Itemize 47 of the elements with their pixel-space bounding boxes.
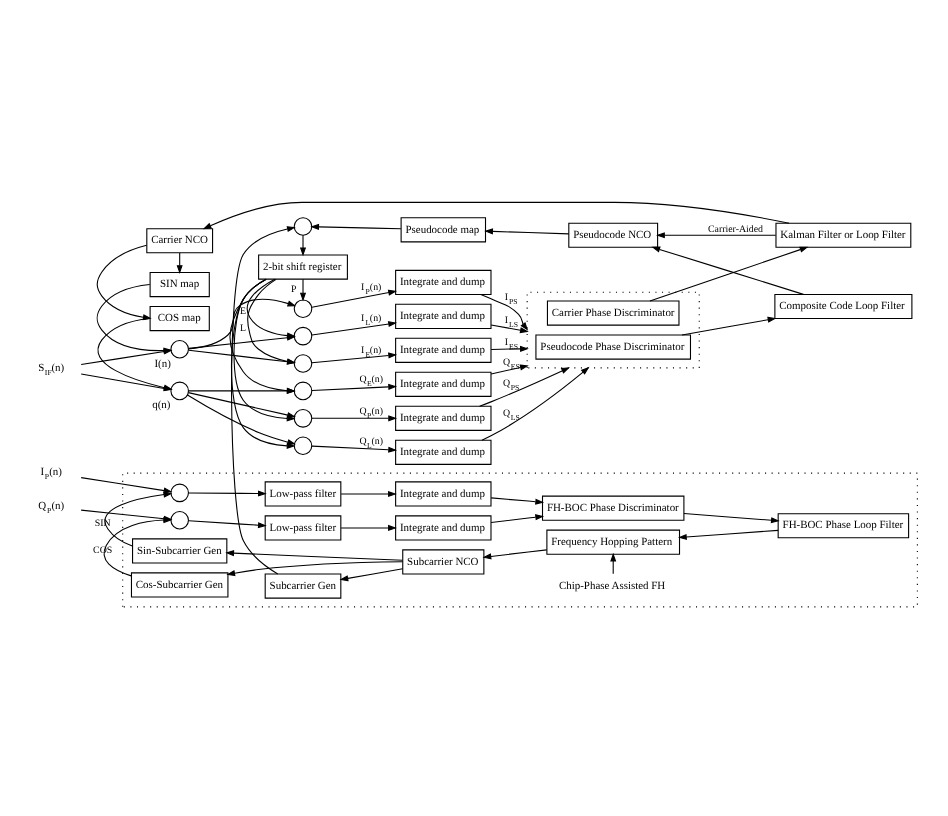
arrow <box>490 496 545 504</box>
arrow <box>340 523 397 530</box>
arrow <box>340 489 397 497</box>
arrow <box>482 548 548 559</box>
arrow <box>479 366 570 406</box>
arrow <box>188 386 296 393</box>
arrow <box>299 277 307 301</box>
arrow <box>484 227 570 234</box>
node-circle <box>170 482 189 502</box>
cluster <box>122 471 918 607</box>
arrow <box>311 414 398 421</box>
node-circle <box>293 216 313 235</box>
arrow <box>683 512 780 523</box>
node-circle <box>293 380 313 400</box>
arrow <box>188 348 296 364</box>
arrow <box>96 243 152 320</box>
arrow <box>339 567 404 581</box>
arrow <box>188 489 267 496</box>
arrow <box>311 444 398 452</box>
arrow <box>226 560 404 576</box>
arrow <box>311 288 398 307</box>
arrow <box>188 519 267 528</box>
arrow <box>311 382 398 391</box>
node-circle <box>170 380 189 400</box>
arrow <box>490 323 529 333</box>
arrow <box>490 344 529 351</box>
arrow <box>656 231 777 238</box>
arrow <box>202 200 790 229</box>
arrow <box>310 222 402 229</box>
node-circle <box>170 509 189 529</box>
arrow <box>490 363 529 374</box>
node-circle <box>293 408 313 427</box>
node-circle <box>293 353 313 372</box>
arrow <box>311 351 398 363</box>
node-circle <box>293 325 313 345</box>
node-circle <box>170 338 189 358</box>
cluster <box>526 290 700 368</box>
arrow <box>681 315 777 335</box>
arrow <box>311 320 398 335</box>
node-circle <box>293 298 313 318</box>
arrow <box>490 513 545 522</box>
arrow <box>299 233 307 256</box>
arrow <box>480 293 529 330</box>
node-circle <box>293 435 313 455</box>
arrow <box>225 549 404 560</box>
arrow <box>481 365 590 440</box>
arrow <box>677 528 779 539</box>
